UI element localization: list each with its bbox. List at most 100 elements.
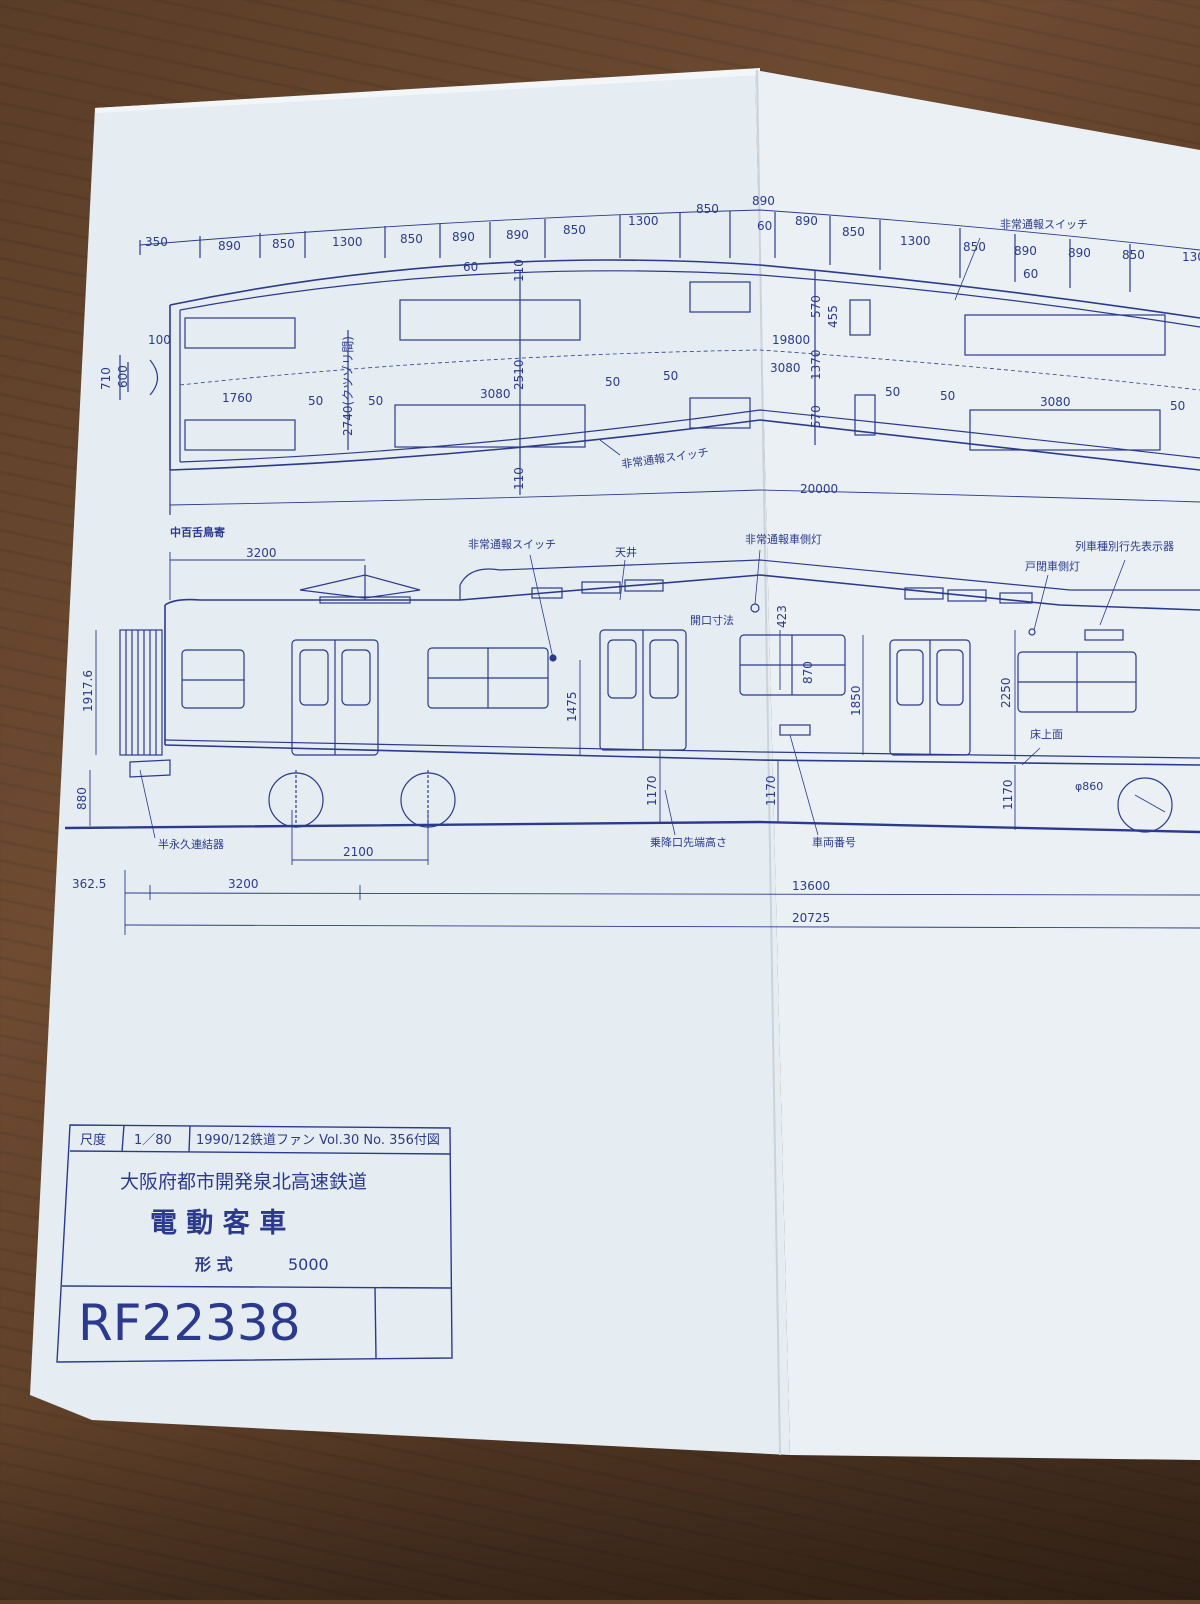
plan-dim-850-b: 850 xyxy=(400,232,423,246)
title-scale-label: 尺度 xyxy=(80,1132,106,1148)
title-block-frame xyxy=(56,1124,453,1363)
side-label-ceiling: 天井 xyxy=(615,545,637,559)
side-dim-2250: 2250 xyxy=(999,677,1013,708)
plan-dim-60-c: 60 xyxy=(1023,267,1038,281)
plan-dim-890-d: 890 xyxy=(752,194,775,208)
plan-dim-890-a: 890 xyxy=(218,239,241,253)
gangway-bellows xyxy=(119,629,163,756)
side-windows xyxy=(181,634,1137,713)
side-label-car-number: 車両番号 xyxy=(812,835,856,849)
side-view-car-body xyxy=(64,559,1200,834)
side-dim-362-5: 362.5 xyxy=(72,877,106,891)
plan-dim-50-e: 50 xyxy=(885,385,900,399)
plan-dim-19800: 19800 xyxy=(772,333,810,347)
plan-dim-50-b: 50 xyxy=(368,394,383,408)
plan-dim-890-e: 890 xyxy=(795,214,818,228)
paper-left-page xyxy=(30,70,790,1455)
side-dim-1850: 1850 xyxy=(849,685,863,716)
side-dim-13600: 13600 xyxy=(792,879,830,893)
plan-dim-850-e: 850 xyxy=(842,225,865,239)
plan-dim-50-g: 50 xyxy=(1170,399,1185,413)
side-dim-1170-c: 1170 xyxy=(1001,779,1015,810)
plan-dim-1760: 1760 xyxy=(222,391,253,405)
plan-dim-455: 455 xyxy=(826,305,840,328)
leader-lines xyxy=(139,237,1126,839)
plan-dim-850-g: 850 xyxy=(1122,248,1145,262)
plan-dim-1370: 1370 xyxy=(809,349,823,380)
roof-vents xyxy=(531,579,1124,736)
plan-dim-890-b: 890 xyxy=(452,230,475,244)
plan-dim-1300-a: 1300 xyxy=(332,235,363,249)
plan-overall-20000: 20000 xyxy=(800,482,838,496)
plan-dim-890-c: 890 xyxy=(506,228,529,242)
plan-dim-850-a: 850 xyxy=(272,237,295,251)
plan-dim-50-a: 50 xyxy=(308,394,323,408)
paper-left-page-edge xyxy=(95,68,760,113)
plan-height-2510: 2510 xyxy=(512,359,526,390)
plan-dim-890-f: 890 xyxy=(1014,244,1037,258)
title-model-number: 5000 xyxy=(288,1255,329,1274)
bogie-wheels xyxy=(268,770,1173,833)
side-doors xyxy=(291,629,971,756)
plan-height-2740: 2740(クツゾリ間) xyxy=(341,336,355,436)
plan-dim-850-f: 850 xyxy=(963,240,986,254)
side-dim-2100: 2100 xyxy=(343,845,374,859)
side-label-train-type-indicator: 列車種別行先表示器 xyxy=(1075,539,1174,553)
paper-right-page xyxy=(755,70,1200,1460)
plan-dim-570-bottom: 570 xyxy=(809,405,823,428)
plan-dim-710: 710 xyxy=(99,367,113,390)
plan-dim-570-top: 570 xyxy=(809,295,823,318)
plan-dim-350: 350 xyxy=(145,235,168,249)
plan-dim-3080-a: 3080 xyxy=(480,387,511,401)
title-model-label: 形 式 xyxy=(195,1255,233,1274)
plan-dim-850-c: 850 xyxy=(563,223,586,237)
side-dim-880: 880 xyxy=(75,787,89,810)
plan-height-110-top: 110 xyxy=(512,259,526,282)
title-scale-value: 1／80 xyxy=(134,1133,172,1148)
side-label-wheel: φ860 xyxy=(1075,780,1103,793)
plan-dim-1300-b: 1300 xyxy=(628,214,659,228)
title-car-type: 電 動 客 車 xyxy=(150,1207,286,1239)
side-dim-1917-6: 1917.6 xyxy=(81,670,95,712)
side-label-emergency-switch: 非常通報スイッチ xyxy=(468,538,556,551)
plan-height-110-bottom: 110 xyxy=(512,467,526,490)
title-source: 1990/12鉄道ファン Vol.30 No. 356付図 xyxy=(196,1133,440,1148)
side-label-opening-dim: 開口寸法 xyxy=(690,613,734,627)
side-label-floor-surface: 床上面 xyxy=(1030,727,1063,741)
title-company: 大阪府都市開発泉北高速鉄道 xyxy=(120,1171,367,1193)
paper-fold-crease xyxy=(756,69,781,1456)
side-dim-20725: 20725 xyxy=(792,911,830,925)
coupler xyxy=(129,759,171,778)
plan-dim-60-a: 60 xyxy=(757,219,772,233)
plan-dim-50-c: 50 xyxy=(605,375,620,389)
side-dim-3200-bottom: 3200 xyxy=(228,877,259,891)
side-label-coupler: 半永久連結器 xyxy=(158,837,224,851)
plan-dim-50-d: 50 xyxy=(663,369,678,383)
side-dim-423: 423 xyxy=(775,605,789,628)
plan-dim-1300-d: 1300 xyxy=(1182,250,1200,264)
side-dim-1170-a: 1170 xyxy=(645,775,659,806)
side-dim-870: 870 xyxy=(801,661,815,684)
plan-dim-600: 600 xyxy=(116,365,130,388)
plan-dim-60-b: 60 xyxy=(463,260,478,274)
plan-view-outline xyxy=(169,259,1200,471)
plan-dim-1300-c: 1300 xyxy=(900,234,931,248)
side-label-emergency-side-lamp: 非常通報車側灯 xyxy=(745,532,822,546)
side-end-label: 中百舌鳥寄 xyxy=(170,525,225,539)
plan-label-emergency-switch-top: 非常通報スイッチ xyxy=(1000,218,1088,231)
plan-vertical-dimensions xyxy=(119,270,816,495)
plan-dim-50-f: 50 xyxy=(940,389,955,403)
plan-top-dimension-line xyxy=(139,209,1200,292)
title-drawing-id: RF22338 xyxy=(78,1294,301,1352)
plan-dim-890-g: 890 xyxy=(1068,246,1091,260)
side-dim-1475: 1475 xyxy=(565,691,579,722)
side-view-dimension-lines xyxy=(89,552,1200,935)
plan-dim-100: 100 xyxy=(148,333,171,347)
plan-overall-dimension xyxy=(169,470,1200,515)
side-dim-3200-top: 3200 xyxy=(246,546,277,560)
plan-dim-850-d: 850 xyxy=(696,202,719,216)
side-dim-1170-b: 1170 xyxy=(764,775,778,806)
plan-dim-3080-c: 3080 xyxy=(1040,395,1071,409)
pantograph xyxy=(299,565,421,604)
